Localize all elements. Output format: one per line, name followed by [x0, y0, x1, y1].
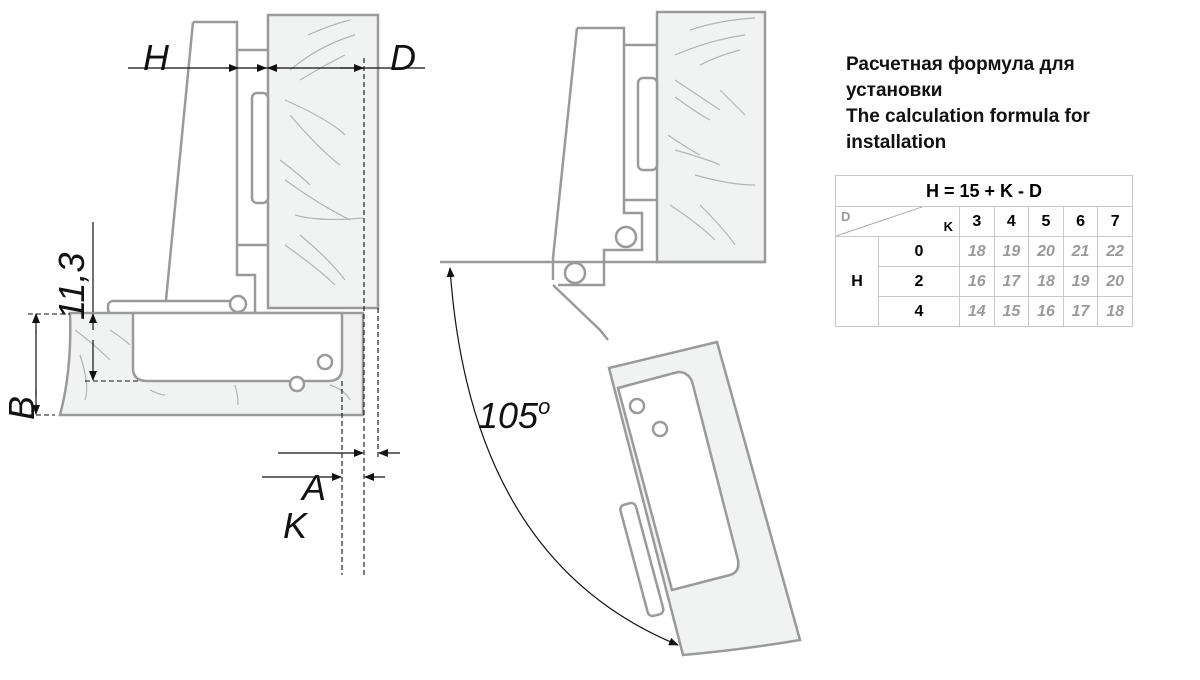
calculation-table: H = 15 + K - D D K 3 4 5 6 7 H 0 18 19 2…	[835, 175, 1133, 327]
closed-hinge-view	[58, 13, 380, 417]
h-value: 17	[1062, 296, 1099, 327]
hinge-arm	[164, 20, 257, 313]
label-angle: 105o	[478, 394, 550, 436]
d-value: 2	[878, 266, 960, 297]
open-hinge-view	[440, 10, 802, 657]
heading-ru: Расчетная формула для установки	[846, 54, 1075, 101]
d-value: 4	[878, 296, 960, 327]
h-value: 19	[993, 236, 1030, 267]
label-11-3: 11,3	[51, 253, 92, 320]
h-value: 18	[958, 236, 995, 267]
k-header: 3	[958, 206, 995, 237]
h-value: 20	[1028, 236, 1064, 267]
label-d: D	[390, 37, 416, 78]
hinge-cup	[131, 311, 344, 383]
formula: H = 15 + K - D	[835, 175, 1133, 207]
h-value: 18	[1097, 296, 1133, 327]
formula-heading: Расчетная формула для установки The calc…	[846, 52, 1146, 156]
label-h: H	[143, 37, 170, 78]
door-panel	[266, 13, 380, 310]
k-header: 5	[1028, 206, 1064, 237]
h-value: 15	[993, 296, 1030, 327]
table-row: H 0 18 19 20 21 22	[835, 236, 1133, 327]
table-row: 4 14 15 16 17 18	[836, 296, 1133, 327]
h-value: 17	[993, 266, 1030, 297]
d-value: 0	[878, 236, 960, 267]
h-value: 22	[1097, 236, 1133, 267]
h-value: 20	[1097, 266, 1133, 297]
corner-k: K	[943, 219, 953, 234]
h-value: 21	[1062, 236, 1099, 267]
dimensions	[28, 58, 425, 575]
h-value: 16	[958, 266, 995, 297]
table-row: 2 16 17 18 19 20	[836, 266, 1133, 297]
label-b: B	[1, 396, 42, 420]
h-value: 16	[1028, 296, 1064, 327]
corner-d: D	[841, 209, 851, 224]
heading-en: The calculation formula for installation	[846, 106, 1090, 153]
h-value: 18	[1028, 266, 1064, 297]
row-label-h: H	[835, 236, 879, 327]
k-header: 6	[1062, 206, 1099, 237]
h-value: 14	[958, 296, 995, 327]
k-header: 7	[1097, 206, 1133, 237]
h-value: 19	[1062, 266, 1099, 297]
k-header: 4	[993, 206, 1030, 237]
label-k: K	[283, 505, 309, 546]
diagonal-divider	[836, 207, 922, 236]
label-a: A	[300, 467, 326, 508]
corner-cell: D K	[835, 206, 960, 237]
